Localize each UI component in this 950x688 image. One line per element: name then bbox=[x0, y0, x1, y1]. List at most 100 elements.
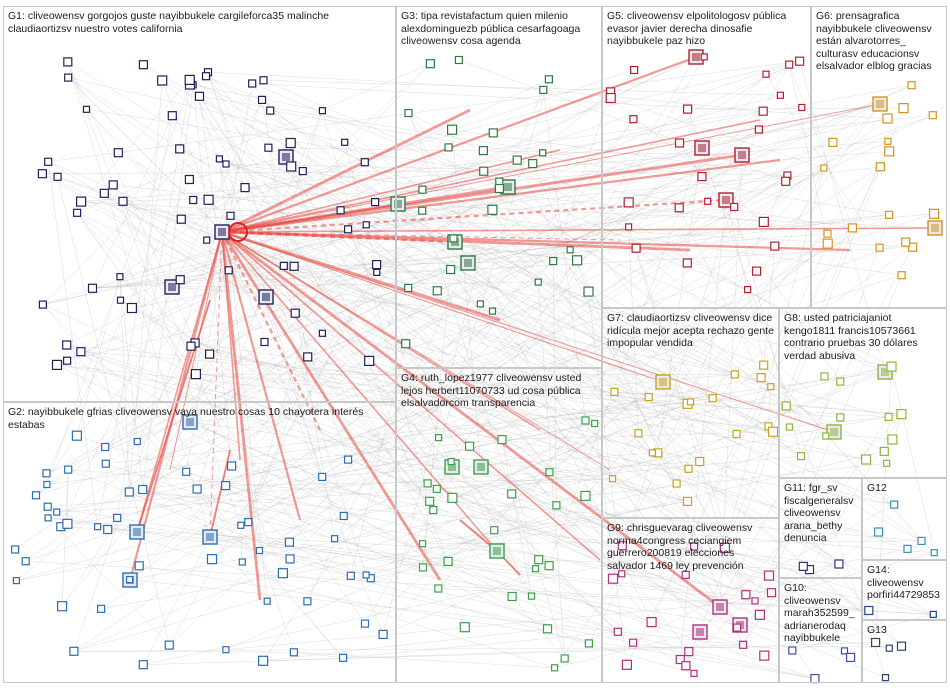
gray-edge bbox=[196, 152, 543, 490]
gray-edge bbox=[610, 97, 824, 169]
gray-edge bbox=[370, 550, 498, 579]
gray-edge bbox=[542, 84, 912, 154]
gray-edge bbox=[422, 189, 922, 542]
gray-edge bbox=[46, 281, 539, 474]
gray-edge bbox=[348, 166, 881, 230]
gray-edge bbox=[657, 147, 703, 453]
gray-edge bbox=[499, 188, 902, 647]
gray-edge bbox=[225, 163, 323, 477]
graph-node bbox=[126, 302, 138, 314]
gray-edge bbox=[73, 99, 263, 652]
gray-edge bbox=[268, 147, 743, 156]
graph-node bbox=[607, 573, 619, 584]
graph-node bbox=[690, 669, 698, 678]
graph-node bbox=[279, 261, 288, 270]
gray-edge bbox=[347, 229, 453, 468]
gray-edge bbox=[405, 343, 774, 432]
graph-node bbox=[138, 484, 148, 495]
gray-edge bbox=[262, 119, 634, 661]
graph-node bbox=[930, 549, 938, 557]
graph-node bbox=[192, 484, 202, 494]
gray-edge bbox=[68, 77, 345, 143]
gray-edge bbox=[25, 560, 934, 615]
gray-edge bbox=[61, 469, 69, 607]
graph-node bbox=[836, 377, 845, 386]
graph-node bbox=[446, 264, 456, 275]
gray-edge bbox=[248, 333, 323, 523]
gray-edge bbox=[73, 401, 691, 652]
red-edge bbox=[221, 119, 761, 233]
graph-node bbox=[552, 501, 561, 510]
graph-node bbox=[444, 143, 453, 152]
graph-node-thumbnail bbox=[696, 628, 704, 636]
graph-node bbox=[93, 523, 102, 531]
gray-edge bbox=[612, 111, 764, 579]
gray-edge bbox=[268, 147, 771, 387]
gray-edge bbox=[189, 156, 287, 180]
gray-edge bbox=[480, 466, 623, 546]
gray-edge bbox=[264, 262, 469, 343]
group-label-g4: G4: ruth_lopez1977 cliveowensv usted lej… bbox=[401, 372, 585, 409]
graph-node bbox=[681, 570, 690, 580]
graph-node bbox=[770, 241, 780, 251]
gray-edge bbox=[437, 202, 629, 292]
gray-edge bbox=[129, 290, 438, 581]
graph-node bbox=[289, 261, 299, 271]
gray-edge bbox=[56, 364, 895, 505]
gray-edge bbox=[171, 281, 539, 288]
graph-node bbox=[331, 535, 339, 543]
gray-edge bbox=[687, 107, 904, 110]
gray-edge bbox=[209, 536, 869, 611]
gray-edge bbox=[35, 179, 190, 496]
red-edge bbox=[221, 198, 727, 234]
gray-edge bbox=[283, 265, 691, 403]
graph-node-thumbnail bbox=[722, 196, 730, 204]
red-edge bbox=[221, 230, 721, 609]
graph-node bbox=[560, 654, 569, 663]
graph-node-thumbnail bbox=[282, 153, 290, 161]
gray-edge bbox=[189, 84, 323, 111]
graph-node bbox=[762, 70, 770, 78]
red-edge bbox=[221, 227, 936, 233]
gray-edge bbox=[42, 304, 344, 658]
gray-edge bbox=[185, 83, 253, 472]
graph-node bbox=[776, 91, 785, 99]
graph-node bbox=[344, 455, 353, 464]
graph-node bbox=[621, 659, 633, 670]
graph-node bbox=[157, 75, 168, 86]
gray-edge bbox=[199, 96, 498, 552]
group-box-g2: G2: nayibbukele gfrias cliveowensv vaya … bbox=[3, 402, 396, 683]
graph-node bbox=[550, 664, 559, 672]
graph-node bbox=[875, 243, 884, 252]
gray-edge bbox=[171, 286, 493, 312]
graph-node bbox=[222, 160, 230, 168]
graph-node-thumbnail bbox=[738, 151, 746, 159]
gray-edge bbox=[875, 366, 892, 643]
graph-node bbox=[258, 655, 269, 666]
gray-edge bbox=[261, 99, 308, 357]
graph-node bbox=[884, 210, 894, 219]
gray-edge bbox=[221, 231, 889, 418]
gray-edge bbox=[499, 151, 890, 182]
gray-edge bbox=[57, 176, 170, 646]
graph-node bbox=[244, 517, 253, 527]
graph-node bbox=[418, 206, 427, 215]
gray-edge bbox=[189, 421, 652, 623]
graph-node bbox=[44, 157, 53, 166]
gray-edge bbox=[585, 433, 639, 497]
gray-edge bbox=[799, 61, 886, 373]
gray-edge bbox=[657, 364, 764, 454]
gray-edge bbox=[92, 265, 284, 289]
graph-node bbox=[732, 429, 741, 439]
graph-node bbox=[479, 166, 489, 176]
gray-edge bbox=[621, 573, 772, 593]
gray-edge bbox=[225, 529, 495, 650]
gray-edge bbox=[230, 187, 246, 216]
graph-node bbox=[429, 506, 438, 515]
gray-edge bbox=[181, 69, 635, 220]
red-edge bbox=[221, 108, 471, 234]
graph-node bbox=[346, 571, 355, 580]
gray-edge bbox=[436, 488, 810, 570]
gray-edge bbox=[97, 115, 173, 527]
gray-edge bbox=[679, 154, 743, 209]
